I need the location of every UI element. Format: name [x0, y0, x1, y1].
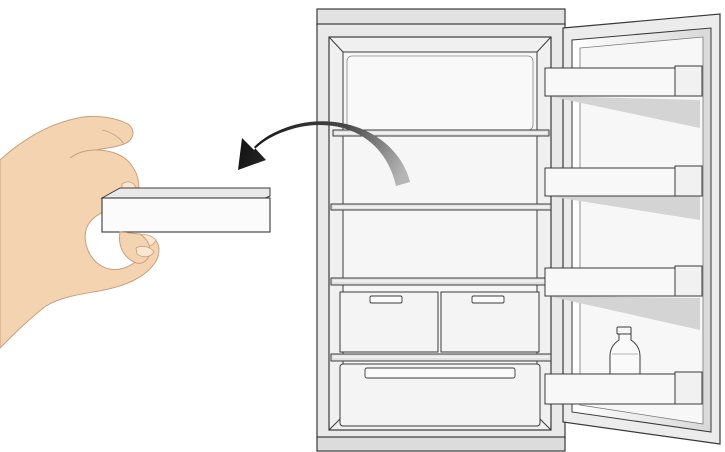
- door-bin-2: [544, 165, 703, 197]
- drawer-right: [440, 291, 540, 353]
- shelf-4: [330, 353, 552, 362]
- drawer-left: [339, 291, 439, 353]
- curved-arrow-icon: [238, 121, 410, 186]
- shelf-3: [330, 277, 552, 286]
- drawer-bottom: [339, 363, 541, 427]
- shelf-2: [330, 203, 552, 211]
- shelf-1: [332, 129, 550, 137]
- shelf-item-box: [100, 187, 271, 233]
- fridge-cabinet: [316, 8, 566, 452]
- door-bin-1: [544, 65, 703, 97]
- fridge-plinth: [316, 436, 566, 452]
- door-bin-3: [544, 265, 703, 297]
- fridge-door: [544, 13, 721, 445]
- hand-holding-item: [0, 115, 271, 349]
- door-bin-4: [544, 371, 703, 405]
- fridge-top-cap: [316, 8, 566, 26]
- hand-icon: [0, 115, 160, 349]
